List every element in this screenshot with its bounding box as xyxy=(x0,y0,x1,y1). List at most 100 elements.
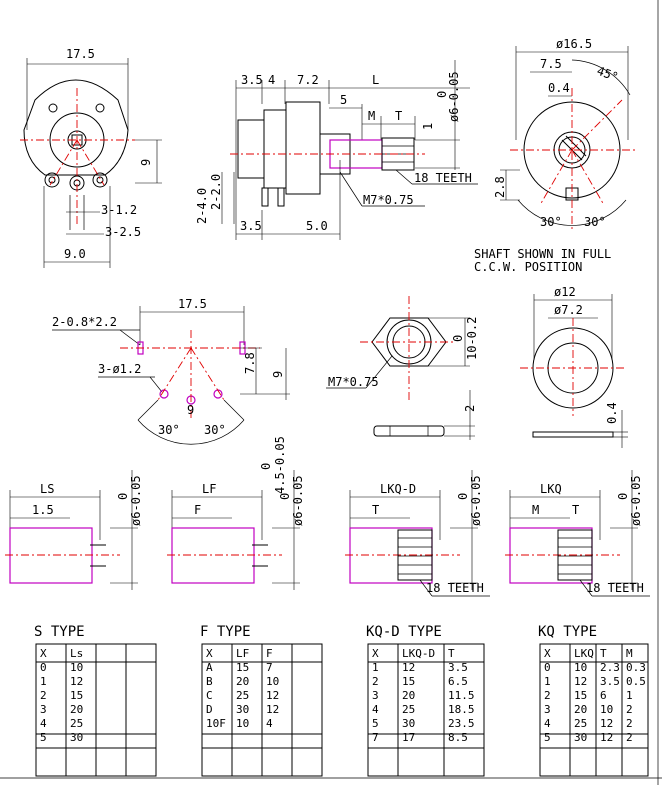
table-title: KQ TYPE xyxy=(538,624,597,640)
front-view: 17.5 9 3-1.2 3-2.5 9.0 xyxy=(20,47,162,268)
table-cell: 3.5 xyxy=(448,661,468,674)
table-cell: 6.5 xyxy=(448,675,468,688)
table-header-cell: X xyxy=(40,647,47,660)
shaft-note-line2: C.C.W. POSITION xyxy=(474,260,582,274)
table-cell: 18.5 xyxy=(448,703,475,716)
side-view: 3.5 4 7.2 L 5 M T 1 0 ø6-0.05 18 TEETH M… xyxy=(195,60,478,240)
table-cell: 5 xyxy=(40,731,47,744)
table-cell: 2 xyxy=(40,689,47,702)
right-a45: 45° xyxy=(595,64,620,85)
table-cell: 12 xyxy=(70,675,83,688)
table-cell: 10 xyxy=(70,661,83,674)
shaft-sub-label-2: T xyxy=(572,503,579,517)
washer-view: ø12 ø7.2 0.4 xyxy=(520,285,628,448)
table-cell: 2 xyxy=(626,703,633,716)
table-cell: 3 xyxy=(372,689,379,702)
table-cell: 11.5 xyxy=(448,689,475,702)
table-cell: D xyxy=(206,703,213,716)
side-d35: 3.5 xyxy=(241,73,263,87)
table-cell: C xyxy=(206,689,213,702)
shaft-sub-label: F xyxy=(194,503,201,517)
shaft-tol-zero: 0 xyxy=(456,493,470,500)
table-cell: 0 xyxy=(40,661,47,674)
side-d1: 1 xyxy=(421,123,435,130)
nut-d2: 2 xyxy=(463,405,477,412)
side-thread-label: M7*0.75 xyxy=(363,193,414,207)
washer-d12: ø12 xyxy=(554,285,576,299)
table-cell: 2 xyxy=(626,717,633,730)
table-cell: 4 xyxy=(40,717,47,730)
table-title: S TYPE xyxy=(34,624,85,640)
pcb-a30a: 30° xyxy=(158,423,180,437)
table-cell: 12 xyxy=(600,717,613,730)
table-cell: 30 xyxy=(402,717,415,730)
right-d28: 2.8 xyxy=(493,176,507,198)
table-cell: 10 xyxy=(266,675,279,688)
table-cell: 25 xyxy=(402,703,415,716)
table-cell: 15 xyxy=(574,689,587,702)
table-header-cell: T xyxy=(600,647,607,660)
shaft-label: LKQ-D xyxy=(380,482,416,496)
table-cell: 20 xyxy=(574,703,587,716)
table-cell: 25 xyxy=(574,717,587,730)
side-b50: 5.0 xyxy=(306,219,328,233)
table-cell: 10F xyxy=(206,717,226,730)
side-tol-top: 0 xyxy=(435,91,449,98)
right-a30b: 30° xyxy=(584,215,606,229)
table-cell: 4 xyxy=(372,703,379,716)
table-title: F TYPE xyxy=(200,624,251,640)
table-cell: 1 xyxy=(626,689,633,702)
side-d2-2: 2-2.0 xyxy=(209,174,223,210)
table-cell: 12 xyxy=(266,703,279,716)
front-dim-9: 9 xyxy=(139,159,153,166)
table-cell: 30 xyxy=(70,731,83,744)
table-cell: 20 xyxy=(70,703,83,716)
table-header-cell: LKQ xyxy=(574,647,594,660)
nut-tol0: 0 xyxy=(451,335,465,342)
table-cell: 25 xyxy=(70,717,83,730)
table-cell: 2 xyxy=(372,675,379,688)
shaft-extra-zero: 0 xyxy=(259,463,273,470)
table-header-cell: LF xyxy=(236,647,249,660)
pcb-dv9: 9 xyxy=(187,403,194,417)
table-cell: 4 xyxy=(266,717,273,730)
table-cell: 10 xyxy=(236,717,249,730)
shaft-sub-label: 1.5 xyxy=(32,503,54,517)
table-cell: 3 xyxy=(544,703,551,716)
table-header-cell: X xyxy=(206,647,213,660)
table-header-cell: F xyxy=(266,647,273,660)
right-a30a: 30° xyxy=(540,215,562,229)
right-view: ø16.5 7.5 0.4 45° 2.8 30° 30° SHAFT SHOW… xyxy=(474,37,636,274)
shaft-sub-label: T xyxy=(372,503,379,517)
table-cell: 30 xyxy=(574,731,587,744)
nut-tol: 10-0.2 xyxy=(465,317,479,360)
pcb-d78: 7.8 xyxy=(243,352,257,374)
table-cell: 17 xyxy=(402,731,415,744)
shaft-extra-tol: 4.5-0.05 xyxy=(273,436,287,494)
nut-view: 0 10-0.2 M7*0.75 2 xyxy=(326,296,479,440)
front-dim-3-1-2: 3-1.2 xyxy=(101,203,137,217)
table-cell: B xyxy=(206,675,213,688)
table-header-cell: X xyxy=(372,647,379,660)
table-header-cell: LKQ-D xyxy=(402,647,435,660)
table-title: KQ-D TYPE xyxy=(366,624,442,640)
shaft-label: LF xyxy=(202,482,216,496)
shaft-tol: ø6-0.05 xyxy=(629,475,643,526)
washer-d72: ø7.2 xyxy=(554,303,583,317)
right-dia: ø16.5 xyxy=(556,37,592,51)
front-width-label: 17.5 xyxy=(66,47,95,61)
table-cell: 2 xyxy=(544,689,551,702)
table-cell: 25 xyxy=(236,689,249,702)
table-cell: 6 xyxy=(600,689,607,702)
table-cell: 12 xyxy=(402,661,415,674)
shaft-note-line1: SHAFT SHOWN IN FULL xyxy=(474,247,611,261)
front-dim-9-0: 9.0 xyxy=(64,247,86,261)
shaft-label: LKQ xyxy=(540,482,562,496)
table-cell: 12 xyxy=(574,675,587,688)
table-cell: 4 xyxy=(544,717,551,730)
